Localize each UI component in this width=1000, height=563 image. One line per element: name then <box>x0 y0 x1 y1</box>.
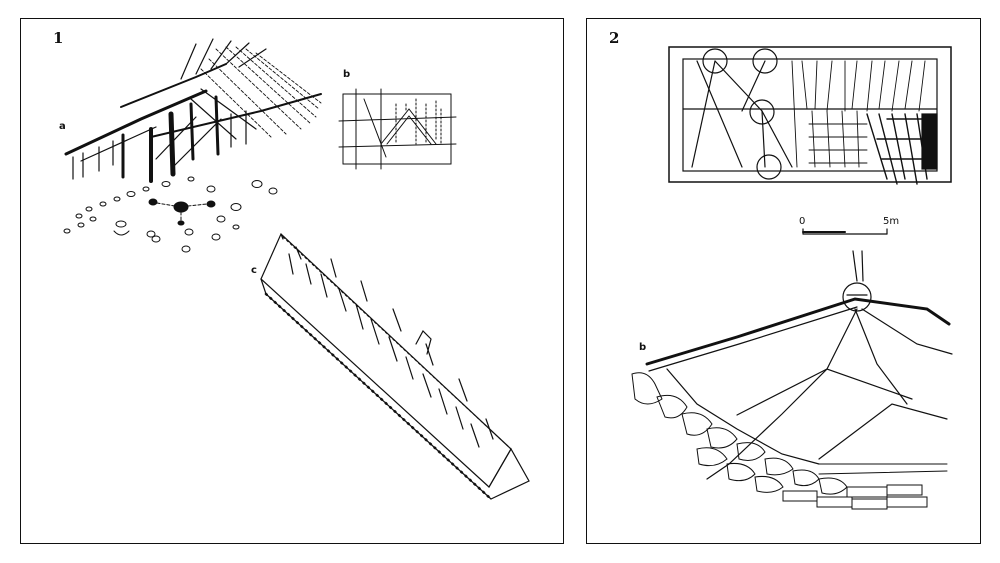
wall-section-drawing-b <box>338 88 457 170</box>
panel-number: 1 <box>53 29 64 47</box>
figure-panel-1: 1 <box>20 18 564 544</box>
label-b: b <box>343 69 351 80</box>
roof-plan-view <box>668 46 952 185</box>
label-b: b <box>639 342 647 353</box>
scale-start-label: 0 <box>799 216 806 227</box>
panel-number: 2 <box>609 29 620 47</box>
frame-house-drawing-a <box>64 38 322 183</box>
panel-1-drawing <box>63 38 530 501</box>
panel-2-drawing <box>631 46 953 510</box>
thatched-longhouse-drawing-c <box>260 232 530 501</box>
scale-end-label: 5m <box>883 216 900 227</box>
label-c: c <box>251 265 257 276</box>
figure-panel-2: 2 <box>586 18 981 544</box>
scale-bar <box>802 228 888 235</box>
posthole-plan <box>63 176 278 253</box>
roof-frame-perspective <box>631 250 953 510</box>
label-a: a <box>59 121 66 132</box>
